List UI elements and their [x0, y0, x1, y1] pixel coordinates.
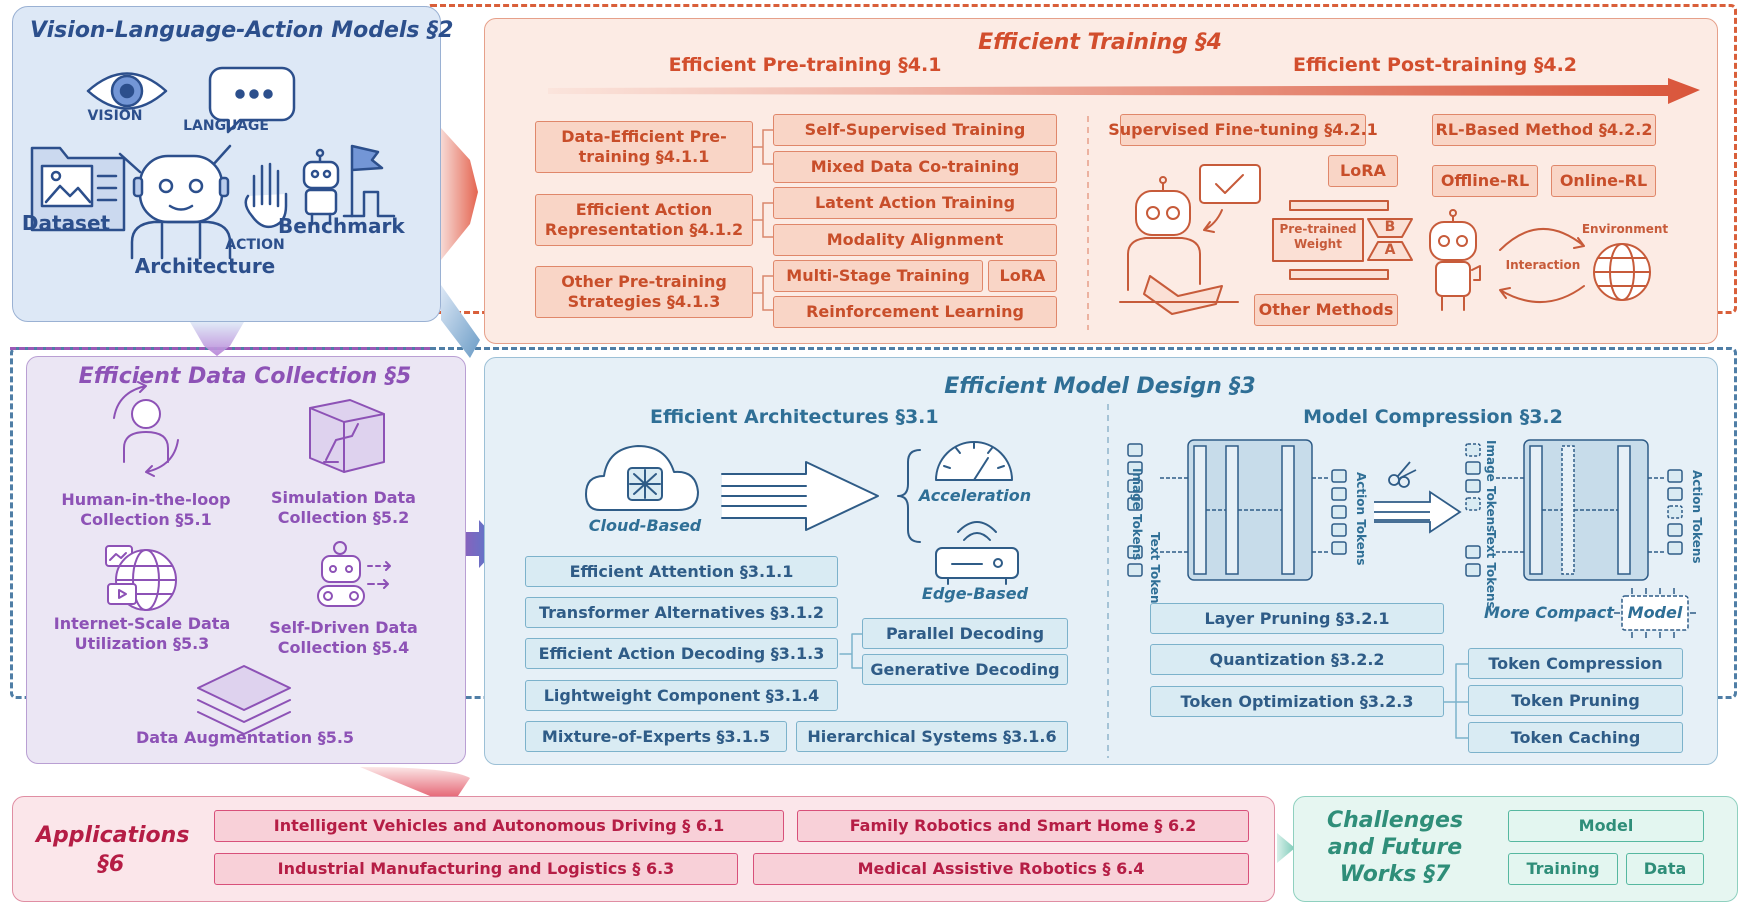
lora-b-label: B — [1384, 219, 1396, 235]
rl-robot-icon — [1429, 221, 1477, 261]
other-methods-box: Other Methods — [1254, 294, 1398, 326]
arch-item: Efficient Attention §3.1.1 — [525, 556, 838, 587]
applications-title: Applications §6 — [36, 823, 190, 877]
checkmark-icon — [1199, 164, 1261, 204]
token-item: Token Compression — [1468, 648, 1683, 679]
rl-box: RL-Based Method §4.2.2 — [1432, 114, 1656, 146]
pre-item: Self-Supervised Training — [773, 114, 1057, 146]
post-training-title: Efficient Post-training §4.2 — [1292, 54, 1578, 76]
speech-bubble-icon — [208, 66, 296, 134]
compact-model-box — [1621, 595, 1689, 631]
action-tokens-label: Action Tokens — [1354, 472, 1368, 566]
text-tokens-label-compact: Text Tokens — [1484, 530, 1498, 609]
arch-item: Hierarchical Systems §3.1.6 — [796, 721, 1068, 752]
vision-label: VISION — [87, 108, 143, 124]
pre-item: Multi-Stage Training — [773, 260, 983, 292]
benchmark-label: Benchmark — [278, 214, 405, 238]
data-item: Internet-Scale Data Utilization §5.3 — [53, 614, 231, 653]
book-icon — [1143, 275, 1223, 315]
robot-icon — [1135, 190, 1191, 236]
arch-item: Transformer Alternatives §3.1.2 — [525, 597, 838, 628]
training-title: Efficient Training §4 — [978, 30, 1222, 55]
data-collection-title: Efficient Data Collection §5 — [78, 364, 412, 389]
data-item: Self-Driven Data Collection §5.4 — [269, 618, 418, 657]
layers-icon — [197, 665, 291, 711]
pre-group-label: Data-Efficient Pre-training §4.1.1 — [535, 121, 753, 173]
decoding-item: Parallel Decoding — [862, 618, 1068, 649]
more-compact-label: More Compact — [1484, 603, 1615, 622]
pre-item: Reinforcement Learning — [773, 296, 1057, 328]
token-item: Token Pruning — [1468, 685, 1683, 716]
challenge-item: Data — [1626, 853, 1704, 885]
acceleration-label: Acceleration — [918, 486, 1032, 505]
arch-item: Mixture-of-Experts §3.1.5 — [525, 721, 787, 752]
arch-item: Efficient Action Decoding §3.1.3 — [525, 638, 838, 669]
compact-model-label: Model — [1627, 603, 1683, 622]
action-tokens-label-compact: Action Tokens — [1690, 470, 1704, 564]
application-item: Industrial Manufacturing and Logistics §… — [214, 853, 738, 885]
environment-label: Environment — [1581, 222, 1669, 236]
vla-illustration — [30, 66, 396, 260]
text-tokens-label: Text Tokens — [1148, 532, 1162, 611]
hand-icon — [244, 162, 288, 229]
vla-title: Vision-Language-Action Models §2 — [30, 18, 454, 43]
challenge-item: Model — [1508, 810, 1704, 842]
sft-box: Supervised Fine-tuning §4.2.1 — [1108, 114, 1378, 146]
edge-label: Edge-Based — [921, 584, 1029, 603]
language-label: LANGUAGE — [183, 118, 269, 134]
application-item: Medical Assistive Robotics § 6.4 — [753, 853, 1249, 885]
arch-item: Lightweight Component §3.1.4 — [525, 680, 838, 711]
human-icon — [131, 399, 161, 429]
speedometer-icon — [935, 441, 1013, 481]
interaction-label: Interaction — [1505, 258, 1581, 272]
challenges-title: Challenges and Future Works §7 — [1326, 808, 1464, 887]
lora-a-label: A — [1384, 242, 1396, 258]
architecture-label: Architecture — [134, 254, 276, 278]
offline-rl-box: Offline-RL — [1432, 165, 1538, 197]
action-label: ACTION — [225, 237, 285, 253]
pre-group-label: Efficient Action Representation §4.1.2 — [535, 194, 753, 246]
token-item: Token Caching — [1468, 722, 1683, 753]
comp-item: Token Optimization §3.2.3 — [1150, 686, 1444, 717]
pre-training-title: Efficient Pre-training §4.1 — [668, 54, 942, 76]
image-tokens-label-compact: Image Tokens — [1484, 440, 1498, 533]
comp-item: Layer Pruning §3.2.1 — [1150, 603, 1444, 634]
cloud-label: Cloud-Based — [588, 516, 702, 535]
pre-item: Latent Action Training — [773, 187, 1057, 219]
model-design-title: Efficient Model Design §3 — [944, 374, 1256, 399]
image-tokens-label: Image Tokens — [1130, 468, 1144, 561]
comp-item: Quantization §3.2.2 — [1150, 644, 1444, 675]
arch-title: Efficient Architectures §3.1 — [650, 406, 939, 428]
decoding-item: Generative Decoding — [862, 654, 1068, 685]
self-driven-robot-icon — [321, 555, 361, 583]
pre-item: Modality Alignment — [773, 224, 1057, 256]
pre-item: Mixed Data Co-training — [773, 151, 1057, 183]
pre-item: LoRA — [988, 260, 1057, 292]
application-item: Intelligent Vehicles and Autonomous Driv… — [214, 810, 784, 842]
application-item: Family Robotics and Smart Home § 6.2 — [797, 810, 1249, 842]
data-item: Simulation Data Collection §5.2 — [271, 488, 416, 527]
challenge-item: Training — [1508, 853, 1618, 885]
pretrained-weight-box — [1272, 218, 1364, 262]
online-rl-box: Online-RL — [1551, 165, 1656, 197]
dataset-label: Dataset — [21, 211, 111, 235]
data-item: Human-in-the-loop Collection §5.1 — [61, 490, 231, 529]
lora-box: LoRA — [1328, 155, 1398, 187]
data-item: Data Augmentation §5.5 — [135, 728, 355, 747]
flag-icon — [350, 144, 384, 218]
pretrained-weight-label: Pre-trained Weight — [1279, 222, 1357, 251]
scissors-icon — [1388, 474, 1400, 486]
pre-group-label: Other Pre-training Strategies §4.1.3 — [535, 266, 753, 318]
comp-title: Model Compression §3.2 — [1303, 406, 1563, 428]
benchmark-robot-icon — [302, 160, 340, 190]
